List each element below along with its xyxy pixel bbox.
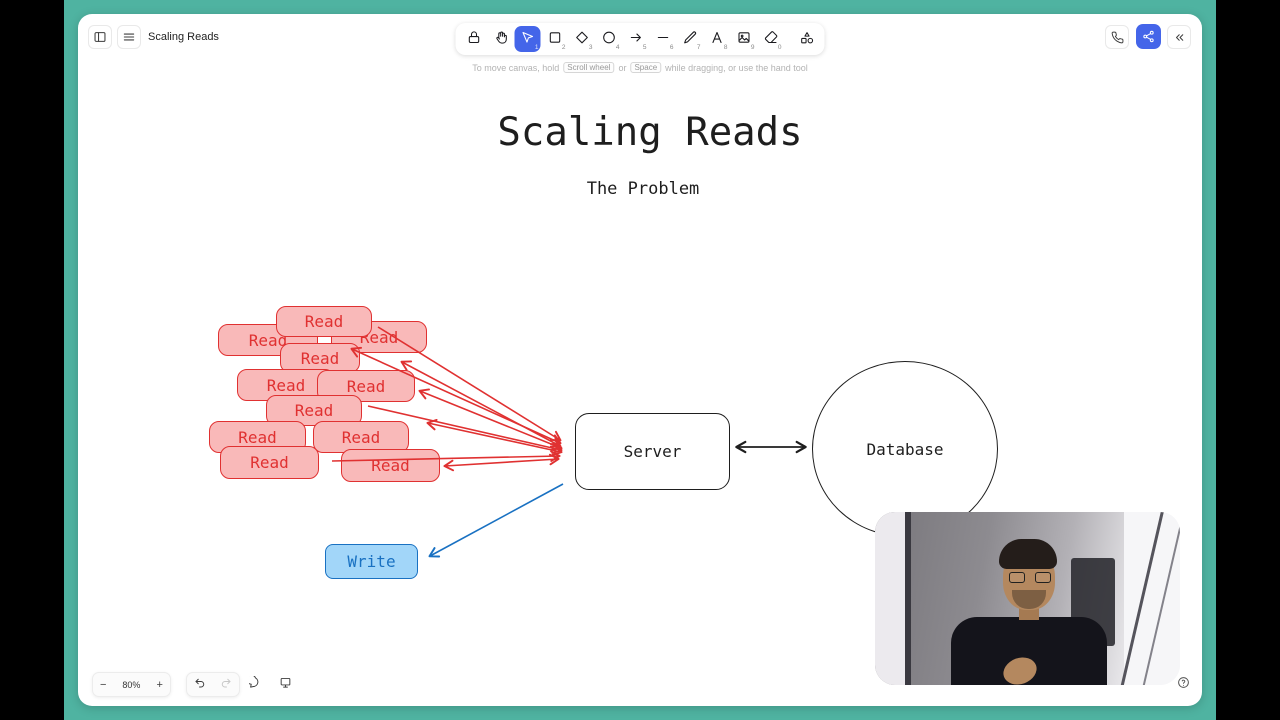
undo-icon (194, 677, 206, 692)
lock-icon (466, 30, 481, 48)
tool-select[interactable]: 1 (514, 26, 541, 52)
tool-toolbar: 1 2 3 4 5 6 7 8 (455, 23, 825, 55)
canvas-title-text[interactable]: Scaling Reads (497, 110, 803, 155)
chevrons-left-icon (1173, 31, 1186, 44)
space-kbd: Space (630, 62, 662, 73)
read-node[interactable]: Read (220, 446, 319, 479)
tool-image[interactable]: 9 (731, 26, 757, 52)
tool-lock[interactable] (461, 26, 487, 52)
tool-ellipse[interactable]: 4 (596, 26, 622, 52)
tool-hand[interactable] (488, 26, 514, 52)
share-icon (1142, 30, 1155, 43)
comment-button[interactable] (242, 672, 268, 695)
database-node[interactable]: Database (812, 361, 998, 537)
tool-draw[interactable]: 7 (677, 26, 703, 52)
webcam-person-glasses (1008, 572, 1052, 584)
webcam-person-beard (1012, 590, 1046, 609)
comment-bubble-icon (245, 674, 262, 692)
tool-line[interactable]: 6 (650, 26, 676, 52)
call-button[interactable] (1105, 25, 1129, 49)
webcam-background-door (875, 512, 911, 685)
tool-rectangle[interactable]: 2 (542, 26, 568, 52)
ellipse-icon (601, 30, 616, 48)
shapes-icon (799, 30, 814, 48)
write-node[interactable]: Write (325, 544, 418, 579)
tool-arrow[interactable]: 5 (623, 26, 649, 52)
tool-diamond[interactable]: 3 (569, 26, 595, 52)
zoom-level[interactable]: 80% (122, 679, 141, 690)
tool-eraser[interactable]: 0 (758, 26, 784, 52)
rectangle-icon (547, 30, 562, 48)
eraser-icon (763, 30, 778, 48)
webcam-overlay[interactable] (875, 512, 1180, 685)
read-node[interactable]: Read (276, 306, 372, 337)
text-icon (709, 30, 724, 48)
diamond-icon (574, 30, 589, 48)
redo-button[interactable] (213, 673, 239, 696)
hand-icon (493, 30, 508, 48)
server-node[interactable]: Server (575, 413, 730, 490)
help-circle-icon (1177, 676, 1190, 692)
collapse-button[interactable] (1167, 25, 1191, 49)
help-button[interactable] (1170, 672, 1196, 695)
tool-shapes[interactable] (794, 26, 820, 52)
menu-button[interactable] (117, 25, 141, 49)
image-icon (736, 30, 751, 48)
share-button[interactable] (1136, 24, 1161, 49)
document-title: Scaling Reads (148, 31, 219, 43)
redo-icon (220, 677, 232, 692)
webcam-person-hair (999, 539, 1057, 569)
history-controls (186, 672, 240, 697)
zoom-in-button[interactable]: + (149, 673, 169, 696)
undo-button[interactable] (187, 673, 213, 696)
pencil-icon (682, 30, 697, 48)
panel-toggle-button[interactable] (88, 25, 112, 49)
panel-left-icon (93, 30, 107, 44)
line-icon (655, 30, 670, 48)
webcam-background-window (1124, 512, 1180, 685)
canvas-subtitle-text[interactable]: The Problem (586, 179, 700, 199)
phone-icon (1111, 31, 1124, 44)
zoom-controls: − 80% + (92, 672, 171, 697)
hamburger-icon (122, 30, 136, 44)
read-node[interactable]: Read (266, 395, 362, 426)
monitor-icon (279, 676, 292, 692)
present-button[interactable] (272, 672, 298, 695)
cursor-icon (520, 30, 535, 48)
read-node[interactable]: Read (341, 449, 440, 482)
tool-text[interactable]: 8 (704, 26, 730, 52)
zoom-out-button[interactable]: − (93, 673, 113, 696)
canvas-hint: To move canvas, hold Scroll wheel or Spa… (472, 62, 808, 73)
scroll-wheel-kbd: Scroll wheel (563, 62, 615, 73)
read-node[interactable]: Read (280, 343, 360, 373)
arrow-icon (628, 30, 643, 48)
